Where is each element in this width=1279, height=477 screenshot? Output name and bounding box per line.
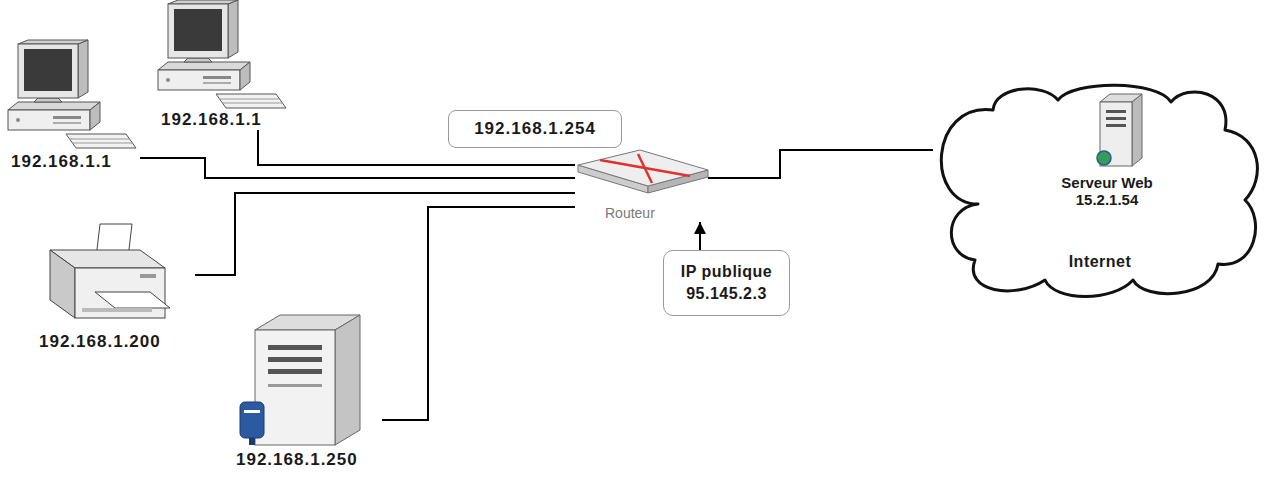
mail-server-icon	[268, 369, 322, 374]
node-label: Internet	[933, 252, 1267, 272]
printer-icon	[140, 274, 156, 278]
router-icon	[578, 150, 708, 193]
node-label: 192.168.1.200	[39, 332, 191, 352]
router-icon	[578, 150, 708, 186]
node-label: Routeur	[605, 205, 704, 222]
gateway-box: 192.168.1.254	[448, 110, 622, 148]
node-label: 192.168.1.250	[236, 450, 378, 470]
pointer-arrow	[699, 222, 701, 250]
computer-node: 192.168.1.1	[155, 2, 290, 130]
printer-icon	[50, 224, 170, 318]
mail-server-icon	[335, 315, 360, 445]
printer-icon	[82, 308, 152, 312]
mail-server-icon	[244, 410, 260, 413]
printer-icon	[50, 250, 75, 318]
web-server-icon	[1132, 94, 1142, 166]
network-cable	[708, 150, 933, 178]
mail-server-icon	[255, 330, 335, 445]
network-cable	[195, 193, 575, 275]
node-label: 192.168.1.1	[161, 110, 286, 130]
web-server-node: Serveur Web 15.2.1.54	[1045, 96, 1169, 208]
mail-server-icon	[240, 402, 264, 438]
router-node: Routeur	[575, 148, 708, 222]
mail-server-icon	[268, 345, 322, 350]
node-label: IP publique 95.145.2.3	[672, 261, 781, 305]
computer-node: 192.168.1.1	[5, 38, 140, 172]
node-label: Serveur Web 15.2.1.54	[1047, 174, 1167, 208]
public-ip-box: IP publique 95.145.2.3	[663, 250, 790, 316]
mail-server-icon	[249, 438, 255, 445]
network-cable	[382, 207, 575, 420]
web-server-icon	[1097, 94, 1142, 166]
web-server-icon	[1097, 151, 1111, 165]
mail-server-icon	[268, 384, 322, 387]
mail-server-node: 192.168.1.250	[232, 315, 382, 470]
computer-icon	[8, 40, 136, 148]
node-label: 192.168.1.1	[11, 152, 136, 172]
network-cable	[140, 158, 575, 178]
web-server-icon	[1106, 110, 1126, 113]
web-server-icon	[1106, 117, 1126, 120]
node-label: 192.168.1.254	[459, 119, 611, 139]
web-server-icon	[1106, 124, 1126, 127]
mail-server-icon	[268, 357, 322, 362]
mail-server-icon	[240, 315, 360, 445]
computer-icon	[158, 0, 286, 108]
printer-icon	[95, 292, 170, 308]
internet-cloud: Internet Serveur Web 15.2.1.54	[933, 78, 1267, 305]
router-icon	[638, 154, 652, 183]
printer-node: 192.168.1.200	[35, 222, 195, 352]
